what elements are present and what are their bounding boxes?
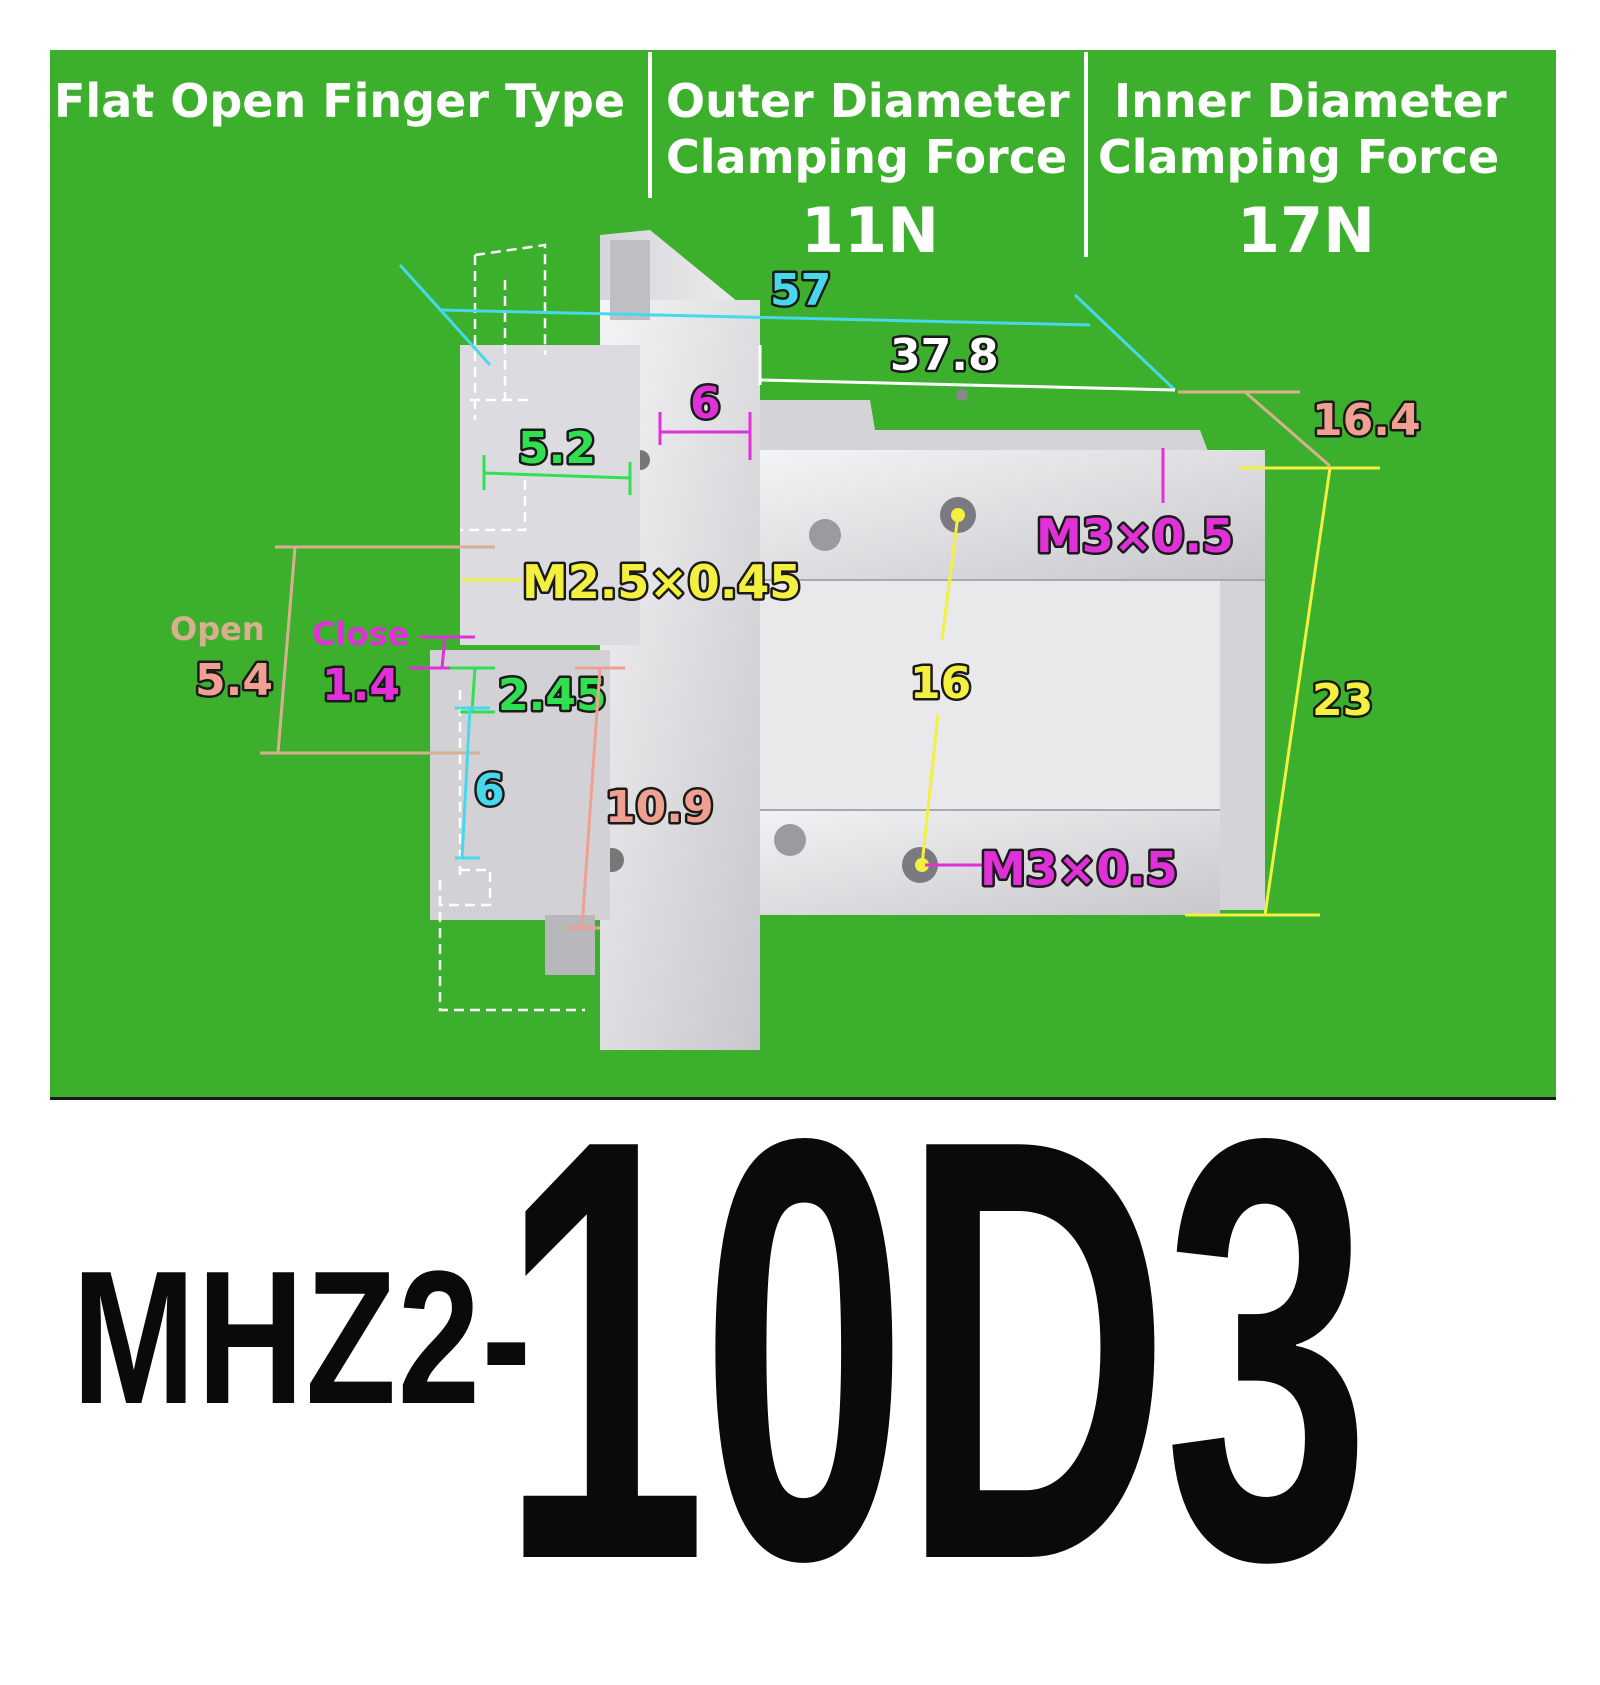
thread-bottom-right-label: M3×0.5 [980,842,1178,896]
header-divider-2 [1084,52,1088,257]
dim-37-8 [758,345,1176,392]
gripper-drawing: 57 37.8 16.4 23 16 M3×0.5 M3×0.5 6 [170,230,1423,1050]
dim-23-label: 23 [1312,675,1373,726]
dim-16 [920,514,960,866]
open-label: Open [170,610,265,648]
inner-diameter-line2: Clamping Force [1098,130,1500,184]
dim-5-2-label: 5.2 [518,423,596,474]
dim-6-top-label: 6 [690,378,721,429]
outer-diameter-line1: Outer Diameter [666,74,1070,128]
dim-57 [398,263,1177,392]
outer-clamping-force: 11N [800,194,940,267]
dim-5-4-label: 5.4 [195,655,273,706]
header-divider-1 [648,52,652,198]
dim-6-bottom-label: 6 [474,765,505,816]
close-label: Close [312,615,409,653]
inner-clamping-force: 17N [1236,194,1376,267]
dim-37-8-label: 37.8 [890,330,999,381]
dim-10-9 [565,666,625,930]
dim-57-label: 57 [770,265,831,316]
gripper-body [720,389,1265,915]
outer-diameter-line2: Clamping Force [666,130,1068,184]
model-code: 10D3 [500,1015,1371,1685]
phantom-outline [438,243,585,1012]
inner-diameter-line1: Inner Diameter [1114,74,1507,128]
dim-5-2 [482,455,632,495]
finger-type-label: Flat Open Finger Type [54,74,626,128]
dim-2-45 [450,666,495,714]
dim-16-4-label: 16.4 [1312,395,1421,446]
dim-23 [1185,466,1380,917]
model-prefix: MHZ2- [72,1232,533,1444]
dim-6-bottom [455,706,490,860]
panel-divider [50,1097,1556,1100]
dim-16-label: 16 [910,658,971,709]
mount-hole [809,519,841,551]
dim-16-endpoint [915,858,929,872]
dim-6-top [658,412,752,460]
thread-finger-label: M2.5×0.45 [522,555,801,609]
mount-hole [774,824,806,856]
dim-5-4 [260,545,495,755]
dim-10-9-label: 10.9 [605,782,714,833]
thread-top-right-label: M3×0.5 [1036,509,1234,563]
dim-1-4-label: 1.4 [322,660,400,711]
dim-2-45-label: 2.45 [498,670,607,721]
dim-16-endpoint [951,508,965,522]
dim-16-4 [1178,390,1331,468]
